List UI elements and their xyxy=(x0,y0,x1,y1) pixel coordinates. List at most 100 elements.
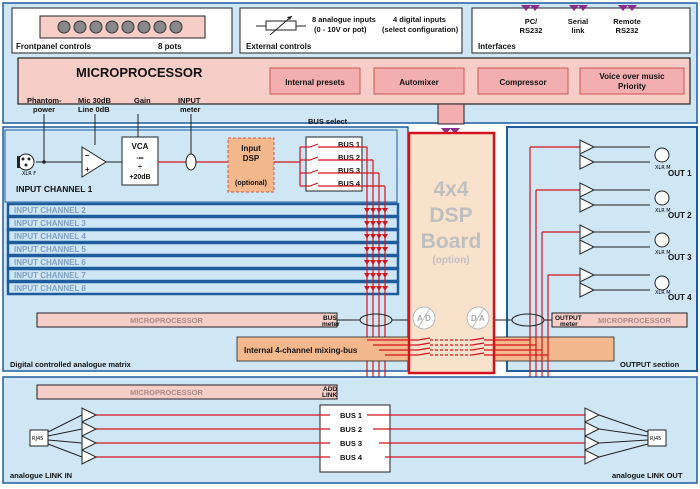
link-in-amps xyxy=(47,407,98,465)
output-4: OUT 4 xyxy=(579,267,692,302)
frontpanel-pots: 8 pots xyxy=(158,42,182,51)
link-bus-1: BUS 1 xyxy=(340,411,362,420)
bus-select-4: BUS 4 xyxy=(338,179,361,188)
automixer-label: Automixer xyxy=(399,78,439,87)
gain-label: Gain xyxy=(134,96,151,105)
output-panel xyxy=(506,126,698,372)
xlr-m-connector-icon xyxy=(654,147,670,163)
rj45-out-connector-icon xyxy=(647,429,667,447)
dsp-board-line3: Board xyxy=(421,230,482,253)
dsp-board-option: (option) xyxy=(432,255,469,266)
input-channel-8: INPUT CHANNEL 8 xyxy=(14,284,86,293)
bus-select-box xyxy=(305,136,363,192)
add-link-label-2: LINK xyxy=(322,392,337,399)
mp-dsp-link xyxy=(437,103,465,125)
preamp-minus: – xyxy=(85,151,90,160)
input-channel-2: INPUT CHANNEL 2 xyxy=(14,206,86,215)
xlr-m-label-4: XLR M xyxy=(655,290,671,296)
external-analogue-sub: (0 - 10V or pot) xyxy=(314,25,367,34)
input-channel-7: INPUT CHANNEL 7 xyxy=(14,271,86,280)
rj45-in-label: RJ45 xyxy=(32,436,43,442)
frontpanel-title: Frontpanel controls xyxy=(16,42,92,51)
da-a: A xyxy=(479,314,485,323)
external-analogue: 8 analogue inputs xyxy=(312,15,376,24)
matrix-label: Digital controlled analogue matrix xyxy=(10,360,132,369)
output-channels: OUT 1 OUT 2 OUT 3 OUT 4 XLR M XLR M XLR … xyxy=(579,139,692,302)
interfaces-title: Interfaces xyxy=(478,42,516,51)
input-channel-6: INPUT CHANNEL 6 xyxy=(14,258,86,267)
rs232-connector-icon xyxy=(521,5,540,11)
input-dsp-label-1: Input xyxy=(241,144,261,153)
line-label: Line 0dB xyxy=(78,105,110,114)
dsp-board xyxy=(407,131,496,375)
iface-1-line1: PC/ xyxy=(525,17,538,26)
input-dsp-optional: (optional) xyxy=(235,180,267,187)
channel1-frame xyxy=(4,129,398,203)
interfaces-box: PC/ RS232 Serial link Remote RS232 Inter… xyxy=(471,5,691,54)
add-link-label-1: ADD xyxy=(323,386,337,393)
mixbus-lines xyxy=(367,337,548,356)
vom-label-2: Priority xyxy=(618,82,647,91)
ad-converter-icon: A D xyxy=(412,306,436,330)
iface-3-line1: Remote xyxy=(613,17,641,26)
mixing-bus-label: Internal 4-channel mixing-bus xyxy=(244,346,358,355)
out-2-label: OUT 2 xyxy=(668,211,692,220)
bus-meter-label-1: BUS xyxy=(323,315,337,322)
link-bus-4: BUS 4 xyxy=(340,453,363,462)
serial-link-connector-icon xyxy=(569,5,588,11)
link-bus-3: BUS 3 xyxy=(340,439,362,448)
xlr-m-connector-icon xyxy=(654,190,670,206)
link-bus-2: BUS 2 xyxy=(340,425,362,434)
iface-2-line2: link xyxy=(572,26,586,35)
input-channel-rows: INPUT CHANNEL 2 INPUT CHANNEL 3 INPUT CH… xyxy=(6,202,400,296)
link-out-amps xyxy=(584,407,649,465)
link-mp-label: MICROPROCESSOR xyxy=(130,388,204,397)
out-1-label: OUT 1 xyxy=(668,169,692,178)
vca-divider: ÷ xyxy=(138,164,142,171)
link-mp-bar xyxy=(36,384,338,400)
bus-meter-label-2: meter xyxy=(322,321,340,328)
mic-label: Mic 30dB xyxy=(78,96,112,105)
preamp-plus: + xyxy=(85,165,90,174)
rj45-in-connector-icon xyxy=(29,429,49,447)
ad-d: D xyxy=(425,314,431,323)
output-3: OUT 3 xyxy=(579,224,692,262)
xlr-f-connector-icon xyxy=(17,153,35,171)
output-1: OUT 1 xyxy=(579,139,692,178)
output-2: OUT 2 xyxy=(579,182,692,220)
link-in-label: analogue LINK IN xyxy=(10,471,72,480)
presets-label: Internal presets xyxy=(285,78,345,87)
compressor-label: Compressor xyxy=(499,78,546,87)
out-4-label: OUT 4 xyxy=(668,293,692,302)
pot-icons xyxy=(57,20,183,34)
dsp-board-line1: 4x4 xyxy=(433,178,468,201)
xlr-m-label-3: XLR M xyxy=(655,250,671,256)
bus-select-label: BUS select xyxy=(308,117,348,126)
microprocessor-title: MICROPROCESSOR xyxy=(76,65,203,80)
link-in-lines xyxy=(96,414,585,458)
input-dsp-box xyxy=(227,137,275,193)
xlr-m-connector-icon xyxy=(654,232,670,248)
output-section-label: OUTPUT section xyxy=(620,360,680,369)
input-channel-5: INPUT CHANNEL 5 xyxy=(14,245,86,254)
bus-select-rows: BUS 1 BUS 2 BUS 3 BUS 4 xyxy=(300,140,361,188)
preamp-icon xyxy=(81,146,107,178)
external-title: External controls xyxy=(246,42,312,51)
xlr-m-label-1: XLR M xyxy=(655,165,671,171)
vom-label-1: Voice over music xyxy=(599,72,665,81)
input-channel-4: INPUT CHANNEL 4 xyxy=(14,232,86,241)
phantom-label-2: power xyxy=(33,105,55,114)
external-box: 8 analogue inputs (0 - 10V or pot) 4 dig… xyxy=(239,7,463,54)
phantom-label-1: Phantom- xyxy=(27,96,62,105)
ad-a: A xyxy=(417,314,423,323)
frontpanel-box: Frontpanel controls 8 pots xyxy=(11,7,233,54)
input-meter-icon xyxy=(185,153,197,171)
microprocessor-block: MICROPROCESSOR Internal presets Automixe… xyxy=(17,57,691,105)
input-meter-label-1: INPUT xyxy=(178,96,201,105)
iface-3-line2: RS232 xyxy=(616,26,639,35)
input-meter-label-2: meter xyxy=(180,105,201,114)
xlr-m-connector-icon xyxy=(654,275,670,291)
bus-junction-arrows xyxy=(364,208,388,291)
xlr-m-label-2: XLR M xyxy=(655,208,671,214)
matrix-mp-label: MICROPROCESSOR xyxy=(130,316,204,325)
